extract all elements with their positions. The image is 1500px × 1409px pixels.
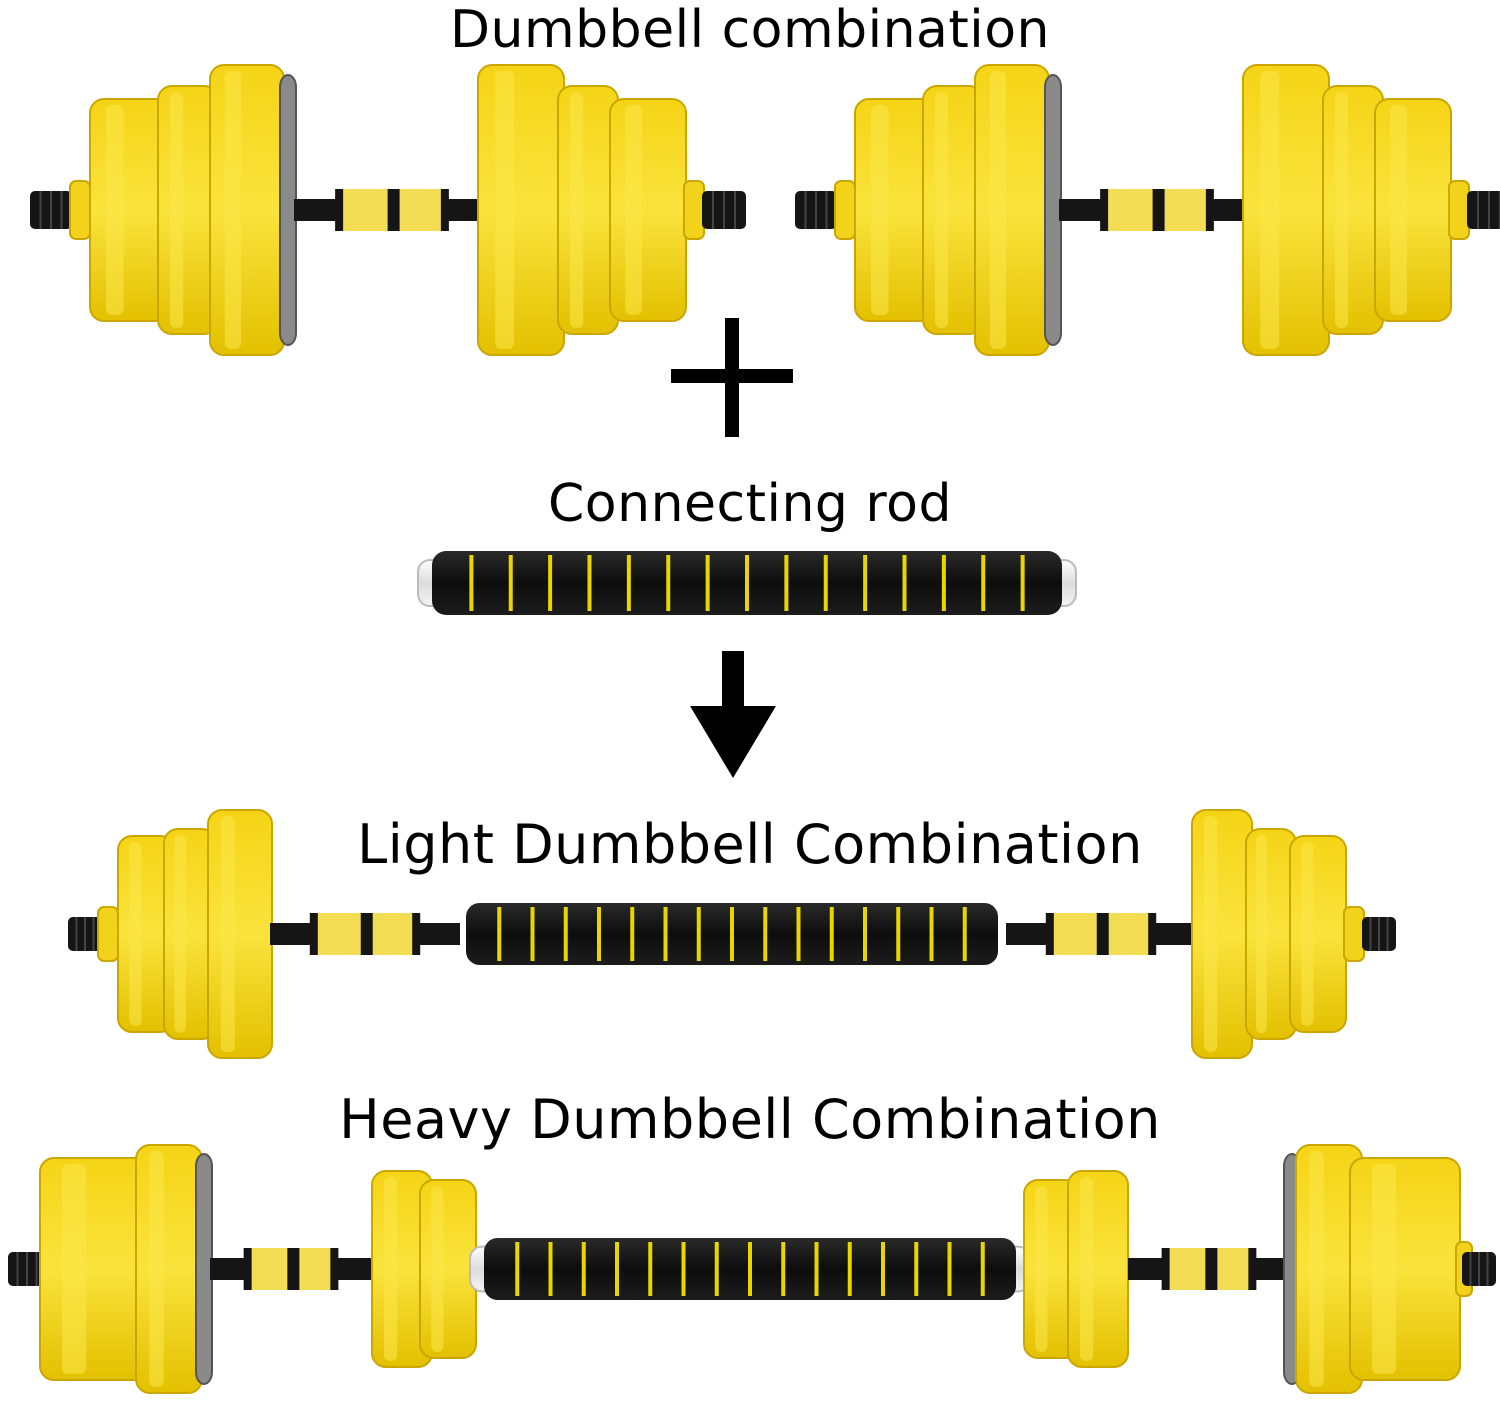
weight-plate — [39, 1157, 151, 1381]
dumbbell-right — [795, 64, 1500, 356]
foam-divider — [530, 907, 535, 961]
light-dumbbell-combination — [68, 809, 1396, 1059]
foam-divider — [781, 1242, 786, 1296]
foam-divider — [626, 555, 631, 611]
collar — [69, 180, 91, 240]
collar — [1343, 906, 1365, 962]
foam-divider — [745, 555, 749, 611]
plate-face — [279, 74, 297, 346]
foam-divider — [548, 1242, 553, 1296]
foam-divider — [796, 907, 801, 961]
collar — [1448, 180, 1470, 240]
foam-divider — [515, 1242, 520, 1296]
foam-divider — [648, 1242, 653, 1296]
foam-divider — [630, 907, 635, 961]
plate-face — [195, 1153, 213, 1385]
foam-divider — [863, 907, 867, 961]
foam-divider — [863, 555, 868, 611]
weight-plate — [1067, 1170, 1129, 1368]
foam-divider — [823, 555, 828, 611]
foam-divider — [548, 555, 553, 611]
arrow-down-icon — [690, 651, 776, 778]
foam-divider — [681, 1242, 686, 1296]
foam-divider — [914, 1242, 919, 1296]
foam-divider — [469, 555, 474, 611]
foam-divider — [497, 907, 502, 961]
foam-divider — [962, 907, 967, 961]
foam-divider — [947, 1242, 952, 1296]
foam-divider — [730, 907, 734, 961]
thread-end — [1467, 191, 1500, 229]
foam-divider — [981, 555, 986, 611]
foam-divider — [881, 1242, 885, 1296]
heavy-combination-title: Heavy Dumbbell Combination — [339, 1088, 1161, 1151]
collar — [834, 180, 856, 240]
foam-divider — [896, 907, 901, 961]
dumbbell-combination-title: Dumbbell combination — [449, 0, 1051, 60]
foam-divider — [829, 907, 834, 961]
foam-divider — [714, 1242, 719, 1296]
connecting-rod-title: Connecting rod — [547, 474, 952, 534]
foam-divider — [1020, 555, 1025, 611]
weight-plate — [419, 1179, 477, 1359]
foam-divider — [663, 907, 668, 961]
foam-divider — [847, 1242, 852, 1296]
connecting-rod — [417, 551, 1077, 615]
light-combination-title: Light Dumbbell Combination — [357, 813, 1143, 876]
foam-divider — [814, 1242, 819, 1296]
foam-divider — [748, 1242, 752, 1296]
weight-plate — [1242, 64, 1330, 356]
foam-divider — [587, 555, 592, 611]
foam-divider — [784, 555, 789, 611]
weight-plate — [209, 64, 285, 356]
plate-face — [1044, 74, 1062, 346]
collar — [683, 180, 705, 240]
heavy-dumbbell-combination — [8, 1144, 1496, 1394]
plus-icon — [671, 318, 793, 437]
weight-plate — [974, 64, 1050, 356]
weight-plate — [1374, 98, 1452, 322]
foam-divider — [705, 555, 710, 611]
collar — [97, 906, 119, 962]
foam-divider — [508, 555, 513, 611]
foam-divider — [581, 1242, 586, 1296]
weight-plate — [1349, 1157, 1461, 1381]
weight-plate — [609, 98, 687, 322]
weight-plate — [477, 64, 565, 356]
foam-divider — [615, 1242, 619, 1296]
foam-divider — [929, 907, 934, 961]
foam-divider — [902, 555, 907, 611]
foam-divider — [941, 555, 946, 611]
dumbbell-left — [30, 64, 746, 356]
foam-divider — [666, 555, 671, 611]
weight-plate — [135, 1144, 203, 1394]
foam-divider — [597, 907, 601, 961]
foam-divider — [980, 1242, 985, 1296]
foam-divider — [763, 907, 768, 961]
foam-divider — [696, 907, 701, 961]
foam-divider — [563, 907, 568, 961]
